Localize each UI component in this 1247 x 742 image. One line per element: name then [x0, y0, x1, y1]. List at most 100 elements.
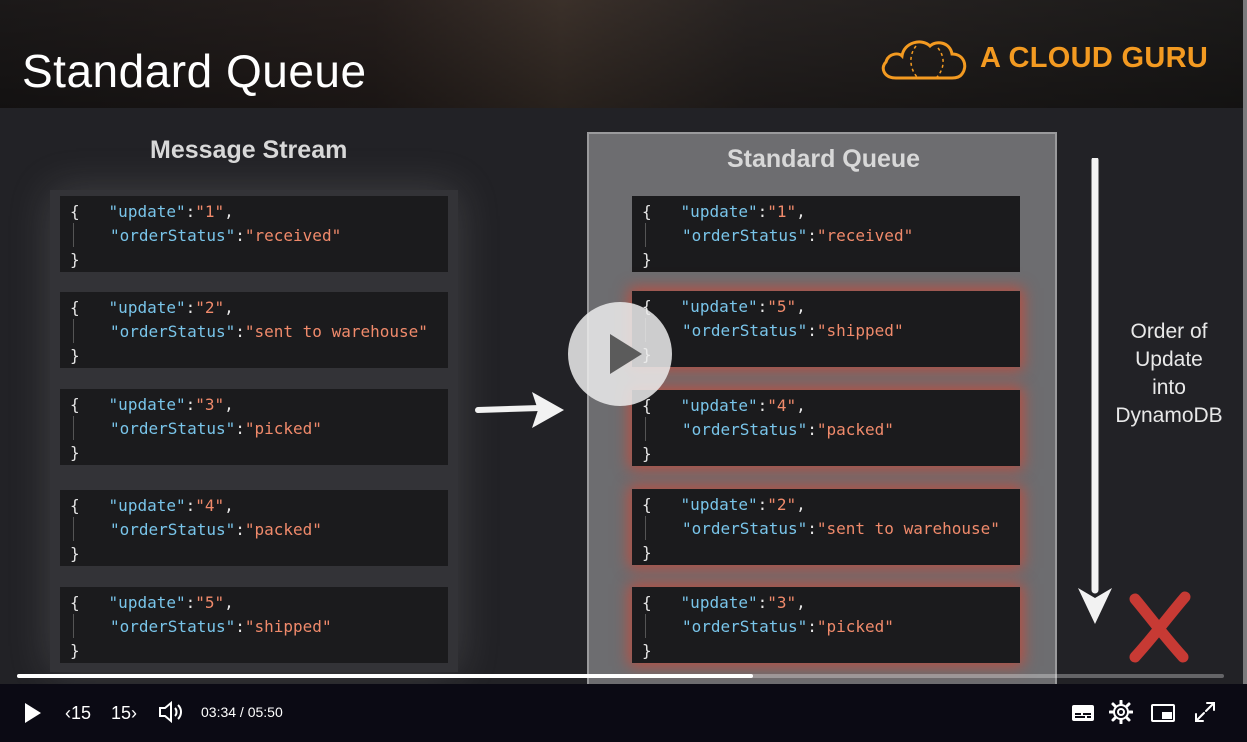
skip-forward-15-icon: ›: [131, 702, 138, 723]
json-line-update: { "update":"1",: [642, 202, 806, 221]
settings-button[interactable]: [1108, 699, 1134, 725]
fullscreen-button[interactable]: [1192, 699, 1218, 725]
json-close-brace: }: [70, 544, 80, 563]
update-value: "3": [767, 593, 797, 612]
update-value: "5": [195, 593, 225, 612]
order-status-value: "received": [816, 226, 914, 245]
json-line-update: { "update":"3",: [642, 593, 806, 612]
pip-button[interactable]: [1150, 700, 1176, 726]
brand-logo: A CLOUD GURU: [878, 30, 1208, 86]
order-label-line: Order of: [1130, 320, 1208, 343]
update-value: "1": [195, 202, 225, 221]
json-message-card: { "update":"5", "orderStatus":"shipped"}: [60, 587, 448, 663]
order-status-value: "received": [244, 226, 342, 245]
indent-guide: [73, 319, 74, 343]
update-value: "2": [767, 495, 797, 514]
update-value: "2": [195, 298, 225, 317]
order-status-value: "shipped": [244, 617, 332, 636]
order-label-line: into: [1152, 376, 1186, 399]
indent-guide: [645, 223, 646, 247]
indent-guide: [73, 614, 74, 638]
indent-guide: [73, 223, 74, 247]
update-value: "4": [767, 396, 797, 415]
down-arrow-icon: [1078, 158, 1112, 624]
json-line-status: "orderStatus":"shipped": [682, 321, 904, 340]
indent-guide: [645, 516, 646, 540]
volume-button[interactable]: [157, 699, 185, 725]
json-message-card: { "update":"3", "orderStatus":"picked"}: [632, 587, 1020, 663]
json-close-brace: }: [642, 641, 652, 660]
json-close-brace: }: [70, 641, 80, 660]
json-line-status: "orderStatus":"sent to warehouse": [682, 519, 1000, 538]
time-display: 03:34 / 05:50: [201, 704, 283, 720]
skip-back-button[interactable]: ‹15: [60, 700, 96, 726]
json-close-brace: }: [70, 346, 80, 365]
json-close-brace: }: [642, 444, 652, 463]
json-close-brace: }: [642, 250, 652, 269]
update-value: "3": [195, 395, 225, 414]
json-line-status: "orderStatus":"shipped": [110, 617, 332, 636]
order-label-line: Update: [1135, 348, 1203, 371]
captions-button[interactable]: [1070, 700, 1096, 726]
play-button[interactable]: [20, 700, 46, 726]
json-message-card: { "update":"1","orderStatus":"received"}: [60, 196, 448, 272]
json-close-brace: }: [70, 443, 80, 462]
header-shade: [0, 0, 1247, 108]
json-message-card: { "update":"5","orderStatus":"shipped"}: [632, 291, 1020, 367]
skip-forward-button[interactable]: 15›: [106, 700, 142, 726]
json-line-update: { "update":"3",: [70, 395, 234, 414]
message-stream-title: Message Stream: [150, 136, 348, 164]
play-overlay-icon: [610, 334, 642, 374]
indent-guide: [645, 417, 646, 441]
volume-icon: [159, 700, 182, 724]
progress-bar[interactable]: [17, 674, 1224, 678]
indent-guide: [645, 614, 646, 638]
red-x-icon: [1129, 591, 1191, 663]
json-message-card: { "update":"1", "orderStatus":"received"}: [632, 196, 1020, 272]
fullscreen-icon: [1195, 702, 1215, 722]
play-icon: [25, 703, 41, 723]
order-status-value: "shipped": [816, 321, 904, 340]
right-arrow-icon: [475, 392, 564, 428]
json-close-brace: }: [642, 543, 652, 562]
update-value: "4": [195, 496, 225, 515]
order-status-value: "picked": [816, 617, 894, 636]
json-line-status: "orderStatus":"packed": [110, 520, 322, 539]
json-line-update: { "update":"5",: [70, 593, 234, 612]
json-line-status: "orderStatus":"packed": [682, 420, 894, 439]
json-line-status: "orderStatus":"received": [682, 226, 914, 245]
json-line-status: "orderStatus":"sent to warehouse": [110, 322, 428, 341]
update-value: "5": [767, 297, 797, 316]
indent-guide: [73, 517, 74, 541]
center-play-button[interactable]: [568, 302, 672, 406]
player-controls: [0, 684, 1247, 742]
brand-name: A CLOUD GURU: [980, 41, 1209, 74]
slide-header: [0, 0, 1247, 108]
json-message-card: { "update":"4","orderStatus":"packed"}: [60, 490, 448, 566]
order-status-value: "sent to warehouse": [244, 322, 428, 341]
json-message-card: { "update":"4", "orderStatus":"packed"}: [632, 390, 1020, 466]
json-line-status: "orderStatus":"received": [110, 226, 342, 245]
json-line-update: { "update":"5",: [642, 297, 806, 316]
slide-edge: [1243, 0, 1247, 684]
json-message-card: { "update":"2", "orderStatus":"sent to wa…: [60, 292, 448, 368]
order-label-line: DynamoDB: [1115, 404, 1223, 427]
order-status-value: "sent to warehouse": [816, 519, 1000, 538]
skip-forward-label: 15: [110, 702, 132, 723]
order-status-value: "picked": [244, 419, 322, 438]
picture-in-picture-icon: [1151, 704, 1175, 722]
skip-back-15-icon: ‹: [64, 702, 71, 723]
standard-queue-title: Standard Queue: [727, 145, 921, 173]
indent-guide: [73, 416, 74, 440]
captions-icon: [1072, 705, 1094, 721]
json-line-status: "orderStatus":"picked": [682, 617, 894, 636]
json-line-update: { "update":"4",: [642, 396, 806, 415]
skip-back-label: 15: [70, 702, 92, 723]
json-message-card: { "update":"3","orderStatus":"picked"}: [60, 389, 448, 465]
json-line-update: { "update":"1",: [70, 202, 234, 221]
gear-icon: [1109, 700, 1133, 724]
json-line-update: { "update":"2",: [70, 298, 234, 317]
json-message-card: { "update":"2","orderStatus":"sent to wa…: [632, 489, 1020, 565]
